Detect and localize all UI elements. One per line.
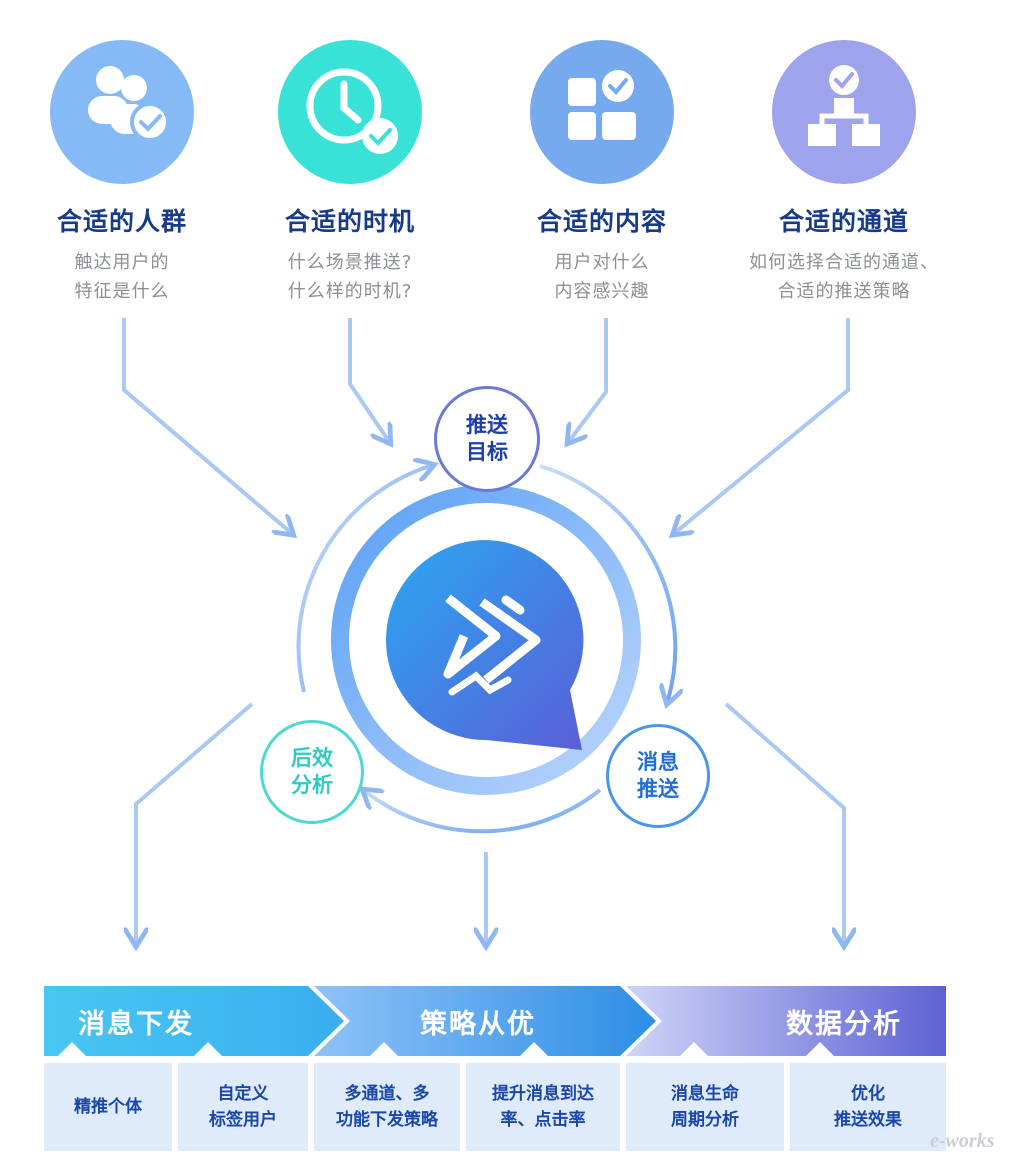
node-label-line1: 消息 xyxy=(637,750,679,774)
watermark-logo: e-works xyxy=(930,1130,995,1152)
clock-check-icon xyxy=(278,40,422,184)
hierarchy-check-icon xyxy=(772,40,916,184)
feature-title: 合适的内容 xyxy=(536,207,667,236)
feature-desc-line1: 用户对什么 xyxy=(554,252,650,273)
section-header-strategy: 策略从优 xyxy=(420,986,620,1056)
node-post-analysis: 后效 分析 xyxy=(260,720,364,824)
feature-content: 合适的内容 用户对什么 内容感兴趣 xyxy=(492,40,712,306)
feature-desc-line1: 触达用户的 xyxy=(74,252,170,273)
sub-item: 自定义 标签用户 xyxy=(178,1063,308,1151)
section-label: 消息下发 xyxy=(78,1008,194,1040)
sub-item-line2: 标签用户 xyxy=(209,1110,277,1130)
sub-item-line2: 率、点击率 xyxy=(500,1110,586,1130)
users-check-icon xyxy=(50,40,194,184)
sub-item-line1: 多通道、多 xyxy=(344,1084,430,1104)
node-label-line2: 分析 xyxy=(291,773,333,797)
feature-desc-line2: 什么样的时机? xyxy=(287,281,413,302)
feature-title: 合适的通道 xyxy=(778,207,909,236)
section-label: 策略从优 xyxy=(420,1008,536,1040)
sub-item-line1: 自定义 xyxy=(217,1084,269,1104)
sub-item-line1: 提升消息到达 xyxy=(492,1084,594,1104)
sub-item: 精推个体 xyxy=(44,1063,172,1151)
sub-item-line2: 功能下发策略 xyxy=(336,1110,438,1130)
feature-timing: 合适的时机 什么场景推送? 什么样的时机? xyxy=(240,40,460,306)
push-logo-icon xyxy=(386,540,586,750)
feature-desc-line1: 如何选择合适的通道、 xyxy=(749,252,939,273)
sub-item: 优化 推送效果 xyxy=(790,1063,946,1151)
feature-channel: 合适的通道 如何选择合适的通道、 合适的推送策略 xyxy=(734,40,954,306)
sub-item-line2: 推送效果 xyxy=(834,1110,902,1130)
node-label-line1: 后效 xyxy=(291,746,333,770)
node-label-line2: 目标 xyxy=(466,440,508,464)
node-label-line2: 推送 xyxy=(637,777,679,801)
node-push-goal: 推送 目标 xyxy=(434,386,540,492)
section-label: 数据分析 xyxy=(786,1008,902,1040)
sub-item: 消息生命 周期分析 xyxy=(626,1063,784,1151)
feature-title: 合适的时机 xyxy=(284,207,415,236)
feature-desc-line1: 什么场景推送? xyxy=(287,252,413,273)
sub-item-line2: 周期分析 xyxy=(671,1110,739,1130)
section-header-dispatch: 消息下发 xyxy=(78,986,298,1056)
node-label-line1: 推送 xyxy=(466,413,508,437)
section-header-analytics: 数据分析 xyxy=(786,986,936,1056)
sub-item-line1: 消息生命 xyxy=(671,1084,739,1104)
sub-item: 提升消息到达 率、点击率 xyxy=(466,1063,620,1151)
feature-desc-line2: 合适的推送策略 xyxy=(777,281,911,302)
grid-check-icon xyxy=(530,40,674,184)
feature-desc-line2: 特征是什么 xyxy=(74,281,170,302)
node-message-push: 消息 推送 xyxy=(606,724,710,828)
sub-item: 多通道、多 功能下发策略 xyxy=(314,1063,460,1151)
sub-item-line1: 优化 xyxy=(851,1084,885,1104)
feature-title: 合适的人群 xyxy=(56,207,187,236)
sub-item-line1: 精推个体 xyxy=(74,1097,142,1117)
feature-audience: 合适的人群 触达用户的 特征是什么 xyxy=(12,40,232,306)
feature-desc-line2: 内容感兴趣 xyxy=(554,281,650,302)
